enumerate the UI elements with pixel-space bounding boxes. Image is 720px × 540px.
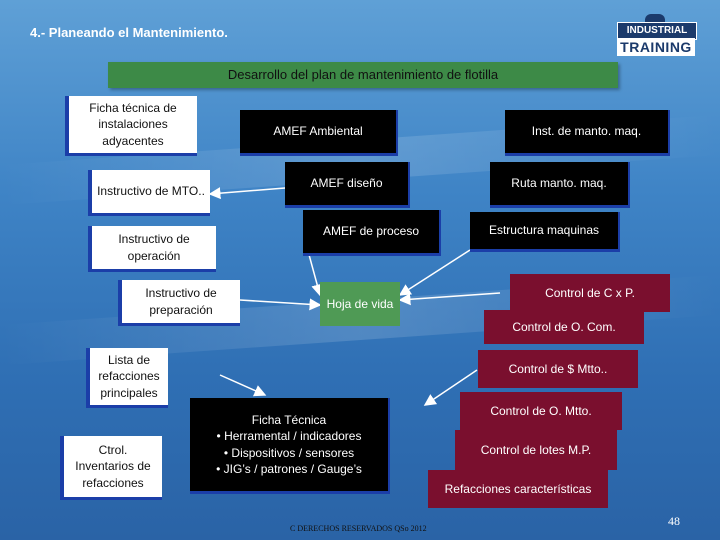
box-instructivo-mto: Instructivo de MTO..	[88, 170, 210, 216]
arrow-to-hoja	[398, 292, 501, 306]
ficha-line-jigs: • JIG’s / patrones / Gauge’s	[216, 461, 362, 476]
ficha-line-dispositivos: • Dispositivos / sensores	[223, 445, 355, 460]
box-estructura-maquinas: Estructura maquinas	[470, 212, 620, 252]
box-ruta-manto-maq: Ruta manto. maq.	[490, 162, 630, 208]
arrow-to-hoja	[398, 249, 471, 296]
box-refacciones-caracteristicas: Refacciones características	[428, 470, 608, 508]
copyright-footer: C DERECHOS RESERVADOS QSo 2012	[290, 524, 427, 533]
box-amef-diseno: AMEF diseño	[285, 162, 410, 208]
slide-title: 4.- Planeando el Mantenimiento.	[30, 25, 228, 40]
box-ficha-tecnica: Ficha Técnica • Herramental / indicadore…	[190, 398, 390, 494]
box-control-cxp: Control de C x P.	[510, 274, 670, 312]
box-hoja-de-vida: Hoja de vida	[320, 282, 400, 326]
box-control-omtto: Control de O. Mtto.	[460, 392, 622, 430]
box-ficha-tecnica-instalaciones: Ficha técnica de instalaciones adyacente…	[65, 96, 197, 156]
page-number: 48	[668, 514, 680, 528]
box-control-ocom: Control de O. Com.	[484, 310, 644, 344]
arrow-to-instructivo	[208, 187, 286, 200]
industrial-training-logo: INDUSTRIAL TRAINING	[617, 14, 697, 56]
box-instructivo-operacion: Instructivo de operación	[88, 226, 216, 272]
box-ctrol-inventarios: Ctrol. Inventarios de refacciones	[60, 436, 162, 500]
ficha-line-title: Ficha Técnica	[251, 413, 327, 428]
arrow-to-hoja	[239, 298, 322, 311]
box-inst-manto-maq: Inst. de manto. maq.	[505, 110, 670, 156]
box-control-mtto-dinero: Control de $ Mtto..	[478, 350, 638, 388]
ficha-line-herramental: • Herramental / indicadores	[216, 429, 362, 444]
box-control-lotes-mp: Control de lotes M.P.	[455, 430, 617, 470]
box-lista-refacciones: Lista de refacciones principales	[86, 348, 168, 408]
diagram-title: Desarrollo del plan de mantenimiento de …	[108, 62, 618, 88]
box-amef-ambiental: AMEF Ambiental	[240, 110, 398, 156]
logo-text-bottom: TRAINING	[617, 38, 695, 56]
arrow-to-ficha	[219, 374, 267, 397]
box-instructivo-preparacion: Instructivo de preparación	[118, 280, 240, 326]
box-amef-proceso: AMEF de proceso	[303, 210, 441, 256]
arrow-to-ficha	[423, 369, 478, 406]
